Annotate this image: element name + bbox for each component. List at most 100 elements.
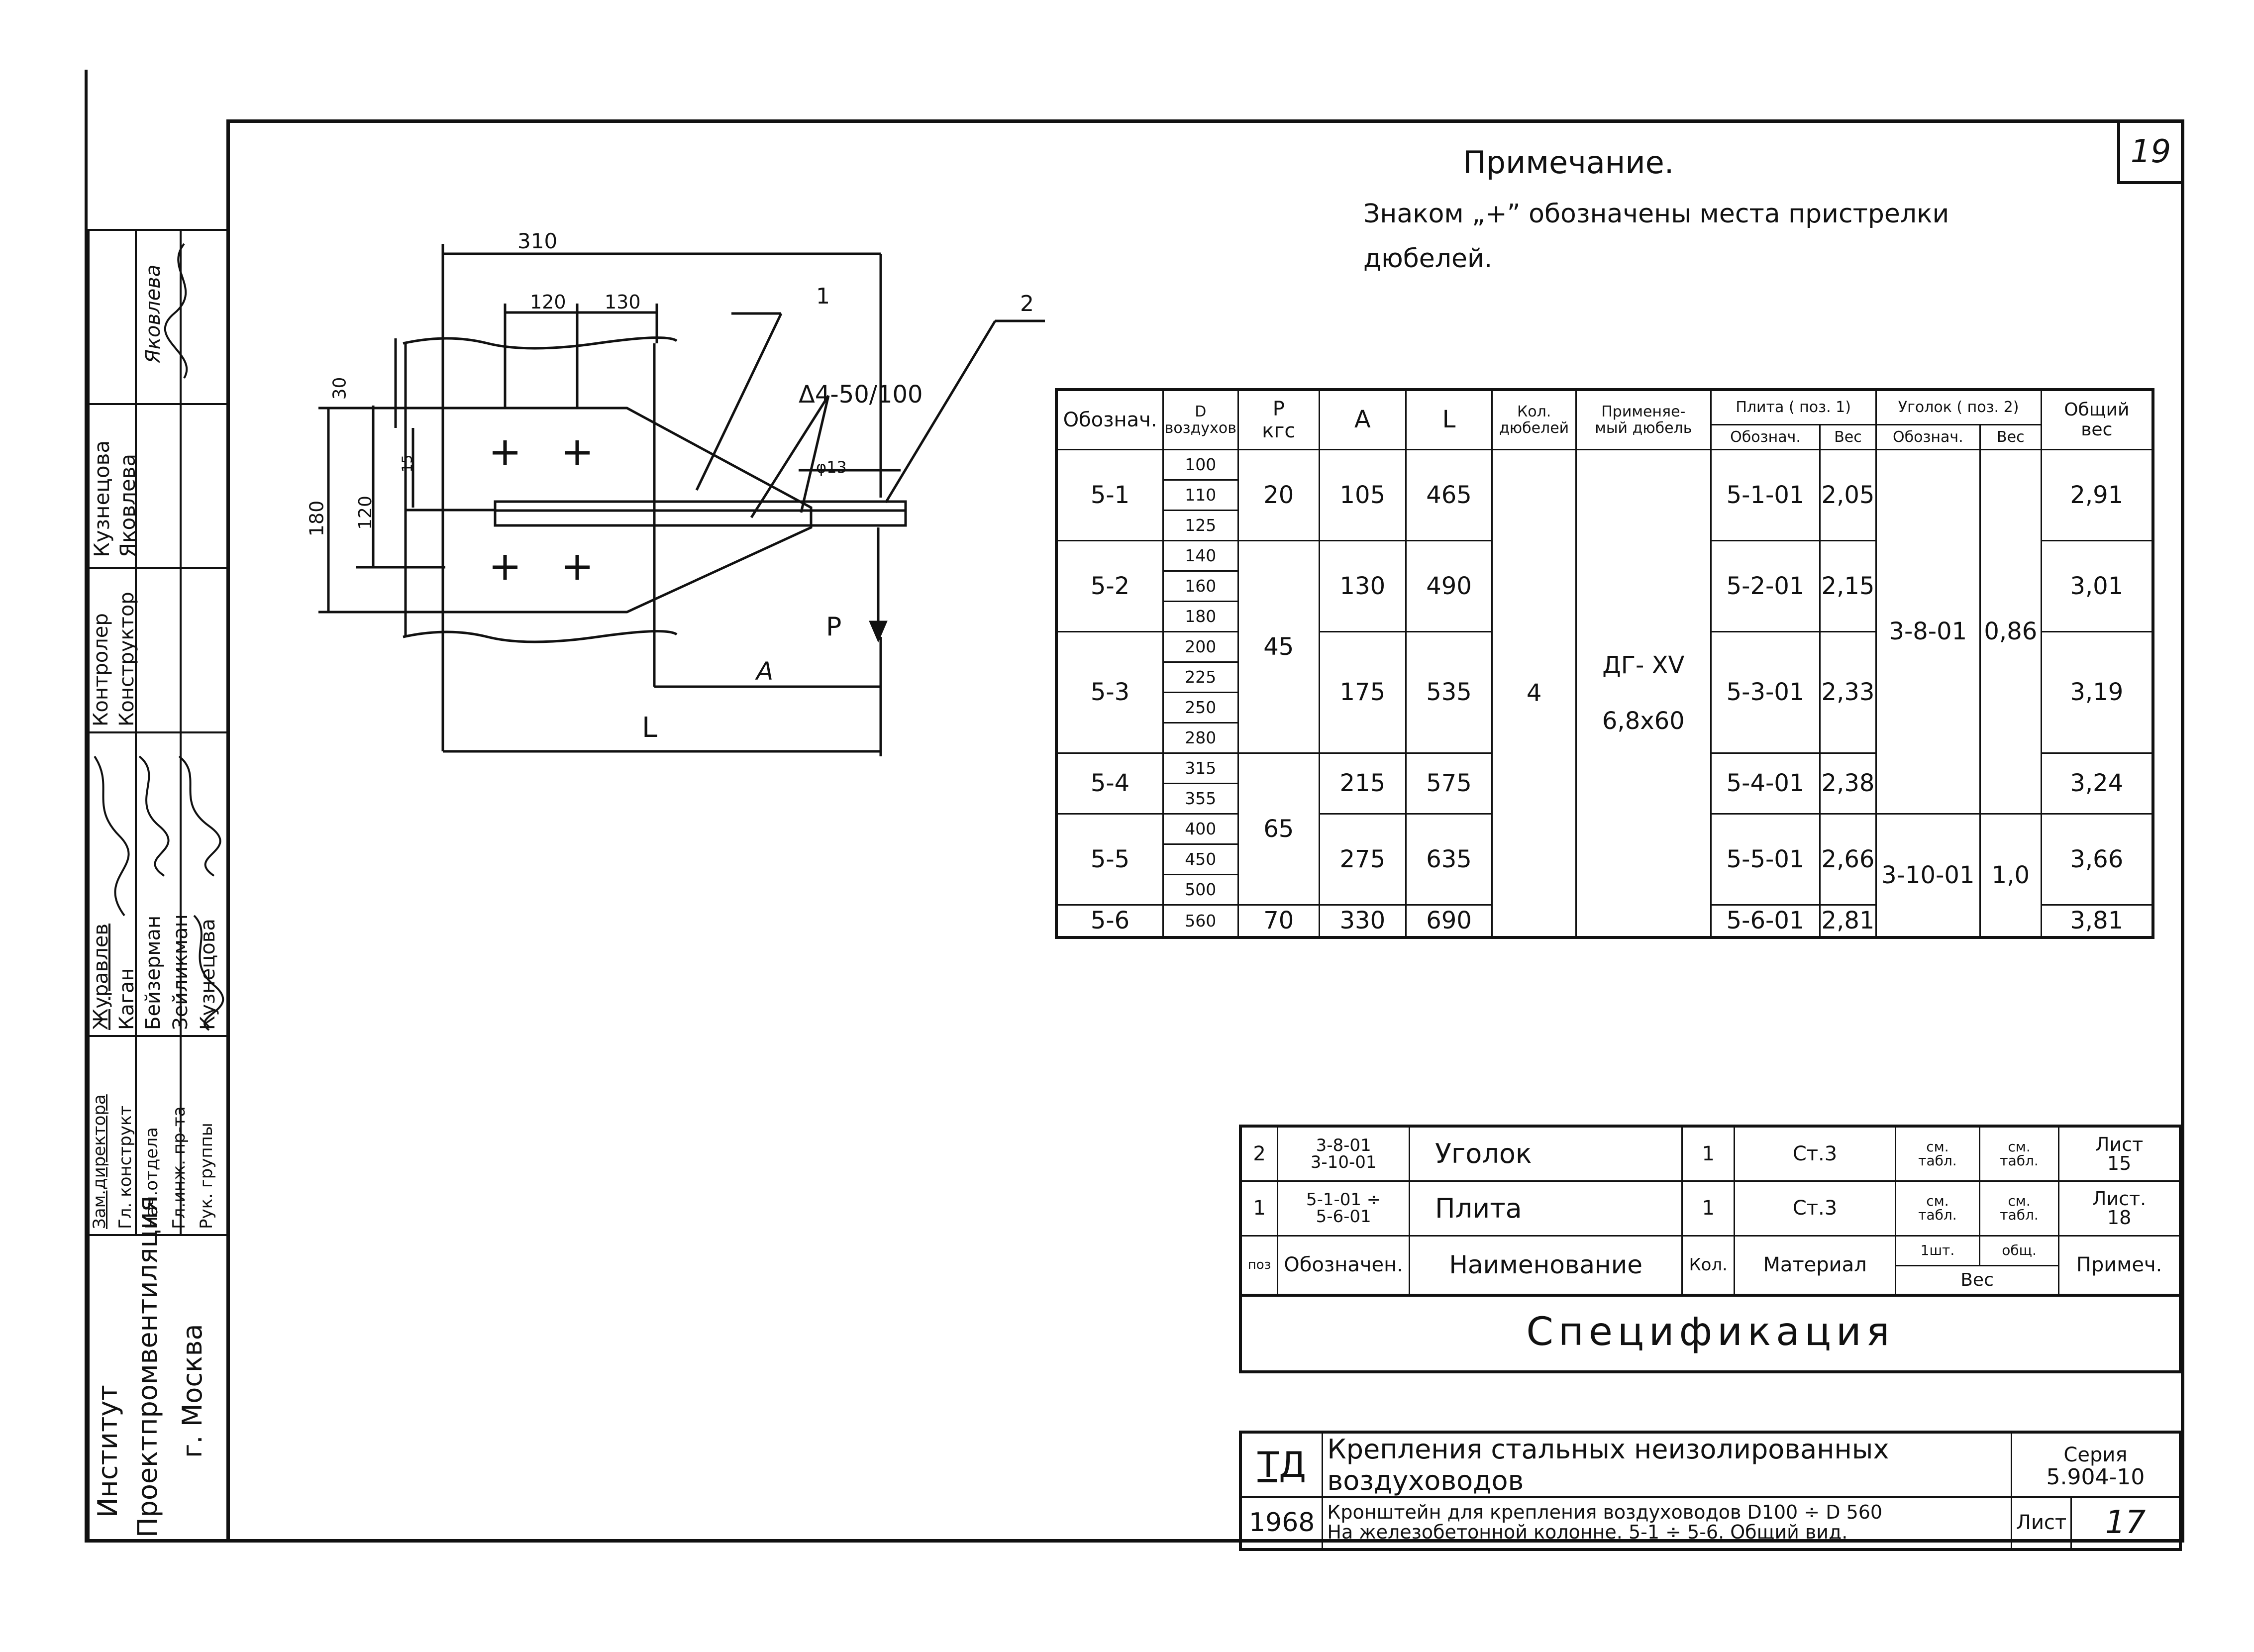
spec-weight-total: см. табл. (1978, 1180, 2060, 1237)
col-a: A (1318, 389, 1407, 450)
title-block-year: 1968 (1239, 1496, 1324, 1550)
angle-designation: 3-8-01 (1875, 448, 1981, 815)
col-count: Кол.дюбелей (1491, 389, 1577, 450)
col-plate-weight: Вес (1819, 423, 1877, 450)
col-dowel: Применяе-мый дюбель (1575, 389, 1712, 450)
l-value: 575 (1405, 752, 1493, 815)
title-block-subtitle: Кронштейн для крепления воздуховодов D10… (1322, 1496, 2012, 1550)
role-chief-constructor: Гл. конструкт (115, 1105, 135, 1229)
dim-15: 15 (399, 454, 415, 473)
plate-weight: 2,15 (1819, 539, 1877, 632)
dim-310: 310 (517, 229, 558, 253)
p-value: 65 (1237, 752, 1320, 906)
title-block-td: ТД (1239, 1431, 1324, 1498)
title-block: ТД Крепления стальных неизолированных во… (1239, 1431, 2182, 1551)
institute-name: Проектпромвентиляция (132, 1196, 163, 1538)
plate-designation: 5-1-01 (1710, 448, 1821, 541)
dim-30: 30 (329, 377, 350, 400)
row-designation: 5-2 (1055, 539, 1164, 632)
dim-120-vertical: 120 (355, 496, 376, 530)
table-row: 5-6 560 70 330 690 5-6-01 2,81 3,81 (1055, 904, 2154, 938)
role-deputy-director: Зам.директора (90, 1094, 109, 1229)
title-block-series: Серия 5.904-10 (2010, 1431, 2181, 1498)
spec-note: Лист. 18 (2058, 1180, 2181, 1237)
p-value: 20 (1237, 448, 1320, 541)
spec-header-designation: Обозначен. (1277, 1235, 1411, 1296)
a-value: 175 (1318, 630, 1407, 754)
p-value: 45 (1237, 539, 1320, 754)
role-group-head: Рук. группы (197, 1123, 216, 1229)
callout-2: 2 (1020, 291, 1034, 316)
note-line-1: Знаком „+” обозначены места пристрелки (1363, 199, 1949, 229)
dim-180: 180 (306, 500, 328, 537)
spec-header-weight-unit: 1шт. (1894, 1235, 1980, 1266)
signature-3 (138, 755, 170, 877)
spec-header-qty: Кол. (1681, 1235, 1736, 1296)
plate-designation: 5-2-01 (1710, 539, 1821, 632)
bottom-margin-line (85, 1539, 234, 1543)
spec-note: Лист 15 (2058, 1125, 2181, 1182)
row-designation: 5-5 (1055, 813, 1164, 906)
a-value: 105 (1318, 448, 1407, 541)
plate-designation: 5-5-01 (1710, 813, 1821, 906)
dim-l-label: L (642, 712, 658, 744)
plate-designation: 5-3-01 (1710, 630, 1821, 754)
institute-label: Институт (92, 1385, 123, 1518)
plate-designation: 5-6-01 (1710, 904, 1821, 938)
spec-weight-total: см. табл. (1978, 1125, 2060, 1182)
col-l: L (1405, 389, 1493, 450)
total-weight: 3,66 (2040, 813, 2154, 906)
row-designation: 5-3 (1055, 630, 1164, 754)
col-designation: Обознач. (1055, 389, 1164, 450)
table-row: 5-5 400 275 635 5-5-01 2,66 3-10-01 1,0 … (1055, 813, 2154, 938)
specification-table: 2 3-8-01 3-10-01 Уголок 1 Ст.3 см. табл.… (1239, 1125, 2182, 1297)
weld-label: Δ4-50/100 (799, 381, 923, 409)
institute-city: г. Москва (177, 1324, 208, 1458)
spec-pos: 2 (1239, 1125, 1279, 1182)
plate-weight: 2,81 (1819, 904, 1877, 938)
a-value: 275 (1318, 813, 1407, 906)
approval-stamp (85, 229, 229, 1543)
d-value: 355 (1162, 782, 1239, 815)
d-value: 125 (1162, 509, 1239, 541)
l-value: 490 (1405, 539, 1493, 632)
signature-5 (193, 915, 224, 1031)
col-plate: Плита ( поз. 1) (1710, 389, 1877, 425)
spec-header-row: поз Обозначен. Наименование Кол. Материа… (1239, 1235, 2181, 1296)
spec-designation: 3-8-01 3-10-01 (1277, 1125, 1411, 1182)
d-value: 100 (1162, 448, 1239, 481)
total-weight: 3,19 (2040, 630, 2154, 754)
plate-weight: 2,05 (1819, 448, 1877, 541)
spec-material: Ст.3 (1734, 1180, 1896, 1237)
plate-designation: 5-4-01 (1710, 752, 1821, 815)
table-row: 5-4 315 65 215 575 5-4-01 2,38 3,24 (1055, 752, 2154, 906)
d-value: 500 (1162, 873, 1239, 906)
note-line-2: дюбелей. (1363, 244, 1493, 274)
signatures (94, 243, 224, 1031)
row-designation: 5-6 (1055, 904, 1164, 938)
angle-designation: 3-10-01 (1875, 813, 1981, 938)
corner-sheet-number: 19 (2130, 133, 2171, 170)
spec-weight-unit: см. табл. (1894, 1125, 1980, 1182)
l-value: 535 (1405, 630, 1493, 754)
l-value: 635 (1405, 813, 1493, 906)
p-value: 70 (1237, 904, 1320, 938)
total-weight: 2,91 (2040, 448, 2154, 541)
d-value: 180 (1162, 600, 1239, 632)
plate-weight: 2,38 (1819, 752, 1877, 815)
row-designation: 5-4 (1055, 752, 1164, 815)
d-value: 110 (1162, 479, 1239, 511)
load-label: P (826, 612, 842, 642)
dim-120: 120 (530, 291, 566, 313)
spec-header-name: Наименование (1409, 1235, 1683, 1296)
a-value: 130 (1318, 539, 1407, 632)
total-weight: 3,24 (2040, 752, 2154, 815)
spec-header-weight-total: общ. (1978, 1235, 2060, 1266)
col-plate-designation: Обознач. (1710, 423, 1821, 450)
corner-sheet-number-box: 19 (2117, 119, 2184, 184)
table-row: 5-2 140 45 130 490 5-2-01 2,15 3,01 (1055, 539, 2154, 754)
l-value: 465 (1405, 448, 1493, 541)
plate-weight: 2,66 (1819, 813, 1877, 906)
